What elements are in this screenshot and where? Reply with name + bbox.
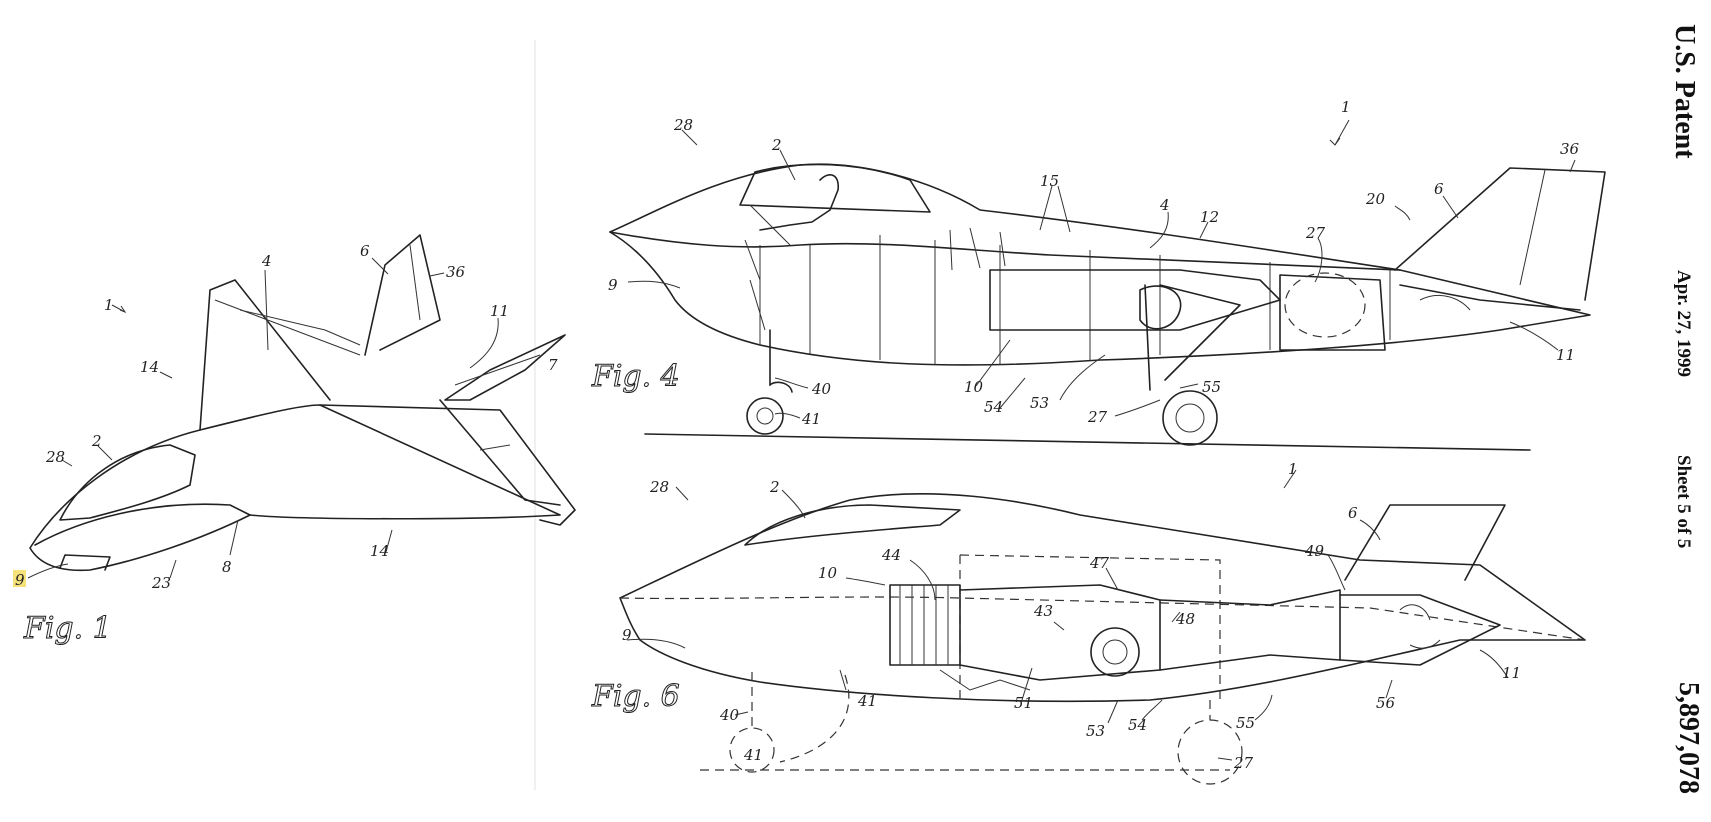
ref-label: 55 — [1236, 714, 1255, 732]
highlight-mark — [13, 570, 26, 587]
fig1-reference-numerals: 1 4 6 36 11 7 14 2 28 14 8 23 9 — [13, 242, 558, 592]
ref-label: 51 — [1014, 694, 1033, 712]
ref-label: 2 — [769, 478, 780, 496]
ref-label: 1 — [1341, 98, 1351, 116]
fig4-reference-numerals: 1 28 2 15 4 12 27 20 6 36 9 11 40 41 10 … — [608, 98, 1580, 428]
fig6-reference-numerals: 28 2 1 6 10 44 47 49 43 48 9 11 41 40 51… — [622, 460, 1521, 772]
ref-label: 41 — [801, 410, 821, 428]
patent-number: 5,897,078 — [1673, 682, 1704, 794]
patent-date: Apr. 27, 1999 — [1673, 270, 1694, 377]
ref-label: 20 — [1365, 190, 1386, 208]
ref-label: 6 — [360, 242, 370, 260]
ref-label: 27 — [1087, 408, 1108, 426]
ref-label: 6 — [1348, 504, 1358, 522]
ref-label: 47 — [1089, 554, 1110, 572]
ref-label: 53 — [1030, 394, 1049, 412]
fig1-label: Fig. 1 — [23, 611, 112, 646]
ref-label: 40 — [811, 380, 832, 398]
ref-label: 6 — [1434, 180, 1444, 198]
ref-label: 12 — [1200, 208, 1219, 226]
ref-label: 15 — [1040, 172, 1059, 190]
ref-label: 9 — [622, 626, 632, 644]
ref-label: 41 — [743, 746, 763, 764]
fig4-label: Fig. 4 — [591, 359, 680, 394]
sheet-number: Sheet 5 of 5 — [1673, 455, 1694, 549]
fig1-leaders — [27, 257, 499, 579]
ref-label: 4 — [1159, 196, 1170, 214]
ref-label: 11 — [1556, 346, 1575, 364]
ref-label: 56 — [1376, 694, 1396, 712]
patent-office-label: U.S. Patent — [1669, 24, 1700, 159]
ref-label: 55 — [1202, 378, 1221, 396]
ref-label: 28 — [45, 448, 65, 466]
ref-label: 53 — [1086, 722, 1105, 740]
ref-label: 36 — [1560, 140, 1580, 158]
ref-label: 36 — [446, 263, 466, 281]
ref-label: 14 — [140, 358, 159, 376]
ref-label: 7 — [548, 356, 558, 374]
ref-label: 2 — [91, 432, 102, 450]
ref-label: 11 — [490, 302, 509, 320]
ref-label: 54 — [984, 398, 1003, 416]
ref-label: 1 — [104, 296, 114, 314]
ref-label: 14 — [370, 542, 389, 560]
ref-label: 41 — [857, 692, 877, 710]
fig6-drawing — [619, 493, 1586, 785]
ref-label: 1 — [1288, 460, 1298, 478]
fig6-leaders — [626, 469, 1509, 761]
ref-label: 27 — [1305, 224, 1326, 242]
ref-label: 9 — [15, 571, 25, 589]
ref-label: 2 — [771, 136, 782, 154]
ref-label: 28 — [649, 478, 669, 496]
ref-label: 27 — [1233, 754, 1254, 772]
ref-label: 40 — [719, 706, 740, 724]
ref-label: 54 — [1128, 716, 1147, 734]
ref-label: 48 — [1175, 610, 1195, 628]
ref-label: 4 — [261, 252, 272, 270]
ref-label: 9 — [608, 276, 618, 294]
fig4-leaders — [627, 119, 1576, 419]
ref-label: 10 — [818, 564, 838, 582]
fig1-drawing — [29, 234, 576, 572]
ref-label: 8 — [222, 558, 232, 576]
ref-label: 10 — [964, 378, 984, 396]
fig4-drawing — [609, 163, 1606, 451]
ref-label: 49 — [1304, 542, 1325, 560]
ref-label: 11 — [1502, 664, 1521, 682]
ref-label: 44 — [881, 546, 901, 564]
ref-label: 43 — [1033, 602, 1053, 620]
ref-label: 23 — [151, 574, 171, 592]
ref-label: 28 — [673, 116, 693, 134]
fig6-label: Fig. 6 — [591, 679, 680, 714]
